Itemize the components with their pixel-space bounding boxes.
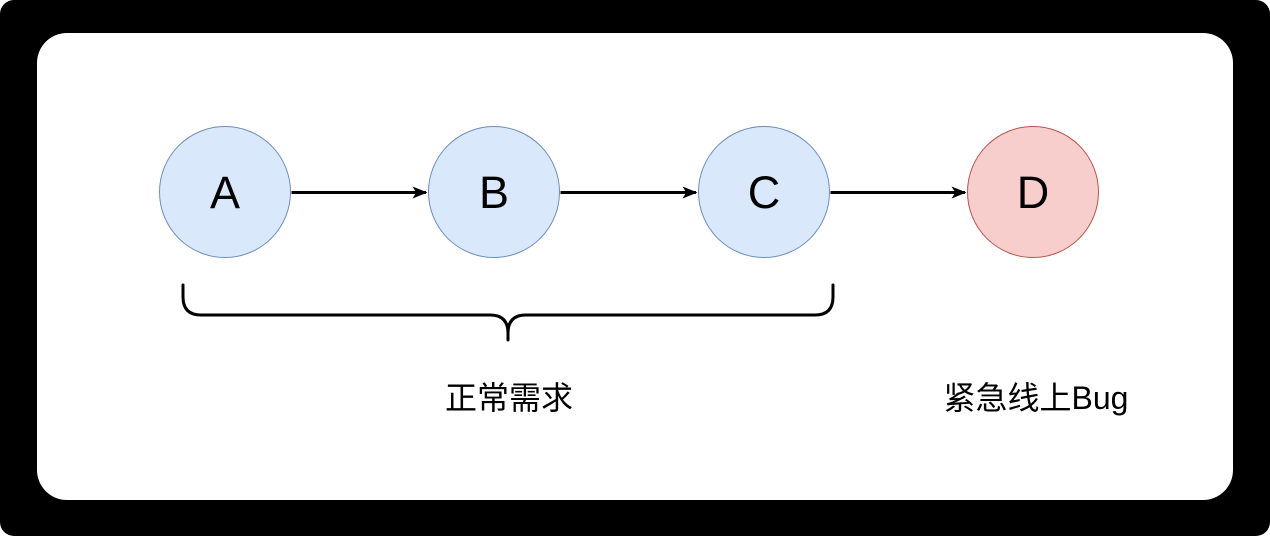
caption-normal-requirement: 正常需求 — [444, 380, 574, 416]
node-a-label: A — [209, 166, 240, 218]
edges-and-brace-layer — [181, 186, 967, 342]
node-b-label: B — [478, 166, 509, 218]
caption-urgent-bug: 紧急线上Bug — [943, 380, 1129, 416]
curly-brace — [181, 283, 835, 342]
diagram-canvas: A B C D 正常需求 紧急线上Bug — [37, 33, 1233, 500]
node-c-label: C — [747, 166, 781, 218]
node-d-label: D — [1016, 166, 1050, 218]
node-b[interactable]: B — [428, 126, 560, 258]
node-d[interactable]: D — [967, 126, 1099, 258]
node-a[interactable]: A — [159, 126, 291, 258]
node-c[interactable]: C — [698, 126, 830, 258]
